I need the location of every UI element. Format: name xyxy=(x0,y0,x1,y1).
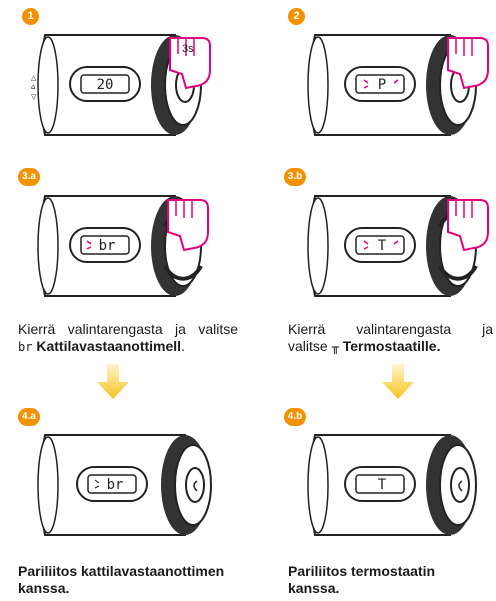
step-badge-2: 2 xyxy=(288,8,305,25)
caption-3a-bold: Kattilavastaanottimell xyxy=(36,338,181,354)
boiler-receiver-glyph: br xyxy=(18,340,32,354)
display-text-1: 20 xyxy=(97,77,114,93)
thermostat-device-4b: T xyxy=(300,425,496,545)
step-badge-3b: 3.b xyxy=(284,168,306,186)
display-text-4b: T xyxy=(378,477,387,493)
caption-4a-title: Pariliitos kattilavastaanottimen kanssa. xyxy=(18,563,268,597)
hand-press-icon-3b xyxy=(440,192,496,252)
hand-press-icon-2 xyxy=(440,30,496,90)
step-badge-4a: 4.a xyxy=(18,408,40,426)
down-arrow-icon-a xyxy=(95,364,131,400)
step-badge-3a: 3.a xyxy=(18,168,40,186)
display-text-2: P xyxy=(378,77,386,93)
display-text-3a: br xyxy=(99,238,116,254)
thermostat-glyph: ╥ xyxy=(332,340,339,354)
caption-3b-bold: Termostaatille. xyxy=(343,338,441,354)
thermostat-device-4a: br xyxy=(15,425,225,545)
svg-text:△: △ xyxy=(31,74,37,82)
svg-text:▽: ▽ xyxy=(31,93,37,101)
display-text-3b: T xyxy=(378,238,387,254)
caption-3b-line1: Kierrä valintarengasta ja xyxy=(288,321,493,338)
hand-press-icon-3a xyxy=(160,192,216,252)
step-badge-1: 1 xyxy=(22,8,39,25)
caption-3a-line1: Kierrä valintarengasta ja valitse xyxy=(18,321,238,338)
step-badge-4b: 4.b xyxy=(284,408,306,426)
caption-3a-line2: br Kattilavastaanottimell. xyxy=(18,338,248,356)
hand-press-icon-1: 3s xyxy=(160,30,220,90)
svg-text:⌂: ⌂ xyxy=(31,83,35,91)
display-text-4a: br xyxy=(107,477,124,493)
caption-3b-line2: valitse ╥ Termostaatille. xyxy=(288,338,493,356)
hold-duration-label: 3s xyxy=(182,43,194,55)
down-arrow-icon-b xyxy=(380,364,416,400)
caption-4b-title: Pariliitos termostaatin kanssa. xyxy=(288,563,458,597)
